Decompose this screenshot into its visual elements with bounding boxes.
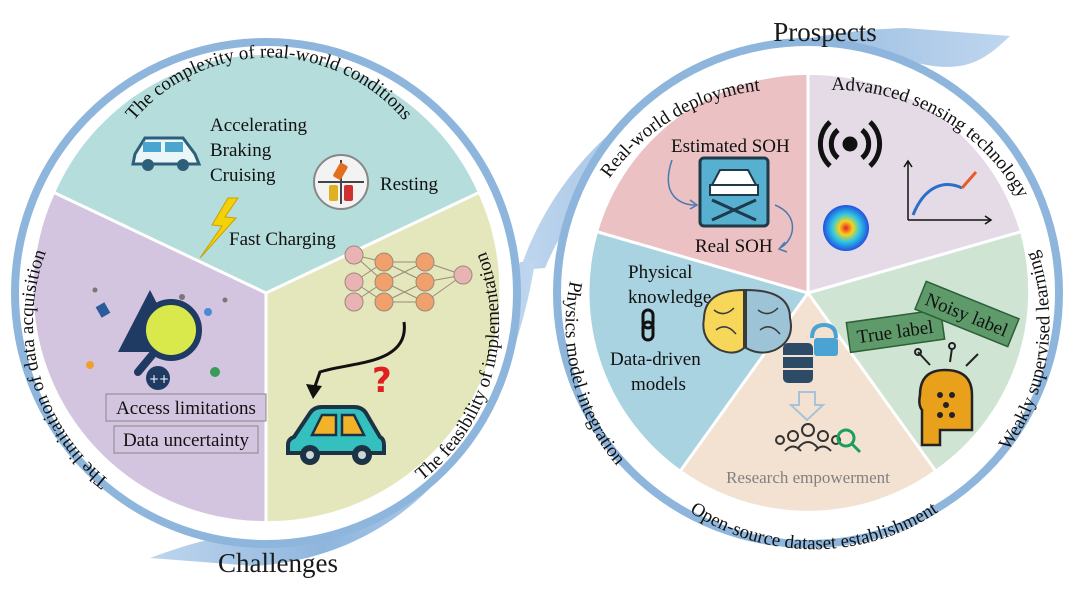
driving-label-2: Braking [210, 140, 272, 161]
physical-knowledge-1: Physical [628, 262, 692, 283]
curve-chart-icon [903, 159, 993, 225]
access-limitations-label: Access limitations [116, 398, 256, 419]
real-soh-label: Real SOH [695, 236, 773, 257]
data-uncertainty-label: Data uncertainty [123, 430, 250, 451]
prospects-wheel: Real-world deployment Advanced sensing t… [553, 38, 1063, 554]
down-arrow-icon [788, 391, 826, 422]
people-icon [775, 423, 841, 452]
wireless-signal-icon [817, 120, 883, 168]
magnifier-alert-icon: ! ++ [86, 287, 228, 390]
estimated-soh-label: Estimated SOH [671, 136, 790, 157]
data-driven-1: Data-driven [610, 349, 701, 370]
robot-head-icon [914, 342, 979, 447]
resting-label: Resting [380, 174, 439, 195]
challenges-title: Challenges [218, 548, 338, 578]
research-empowerment-label: Research empowerment [726, 468, 890, 487]
physical-knowledge-2: knowledge [628, 287, 711, 308]
segment-complexity [55, 54, 478, 294]
data-driven-2: models [631, 374, 686, 395]
driving-label-1: Accelerating [210, 115, 308, 136]
search-icon [836, 428, 862, 454]
database-icon [783, 322, 838, 383]
car-icon [131, 136, 202, 171]
heatmap-icon [823, 205, 869, 251]
neural-network-icon [344, 245, 473, 312]
challenges-wheel: The complexity of real-world conditions … [11, 38, 521, 548]
teal-car-icon [286, 405, 386, 465]
lightning-icon [199, 197, 239, 259]
brain-icon [702, 288, 792, 354]
car-lift-icon [698, 156, 770, 228]
curved-arrow [311, 321, 406, 393]
prospects-title: Prospects [773, 17, 877, 47]
true-label-box: True label [845, 308, 946, 354]
fast-charging-label: Fast Charging [229, 229, 336, 250]
question-mark-icon: ? [372, 361, 392, 401]
driving-label-3: Cruising [210, 165, 276, 186]
chain-link-icon [641, 308, 655, 342]
parking-icon [313, 154, 369, 210]
svg-text:++: ++ [149, 372, 169, 386]
